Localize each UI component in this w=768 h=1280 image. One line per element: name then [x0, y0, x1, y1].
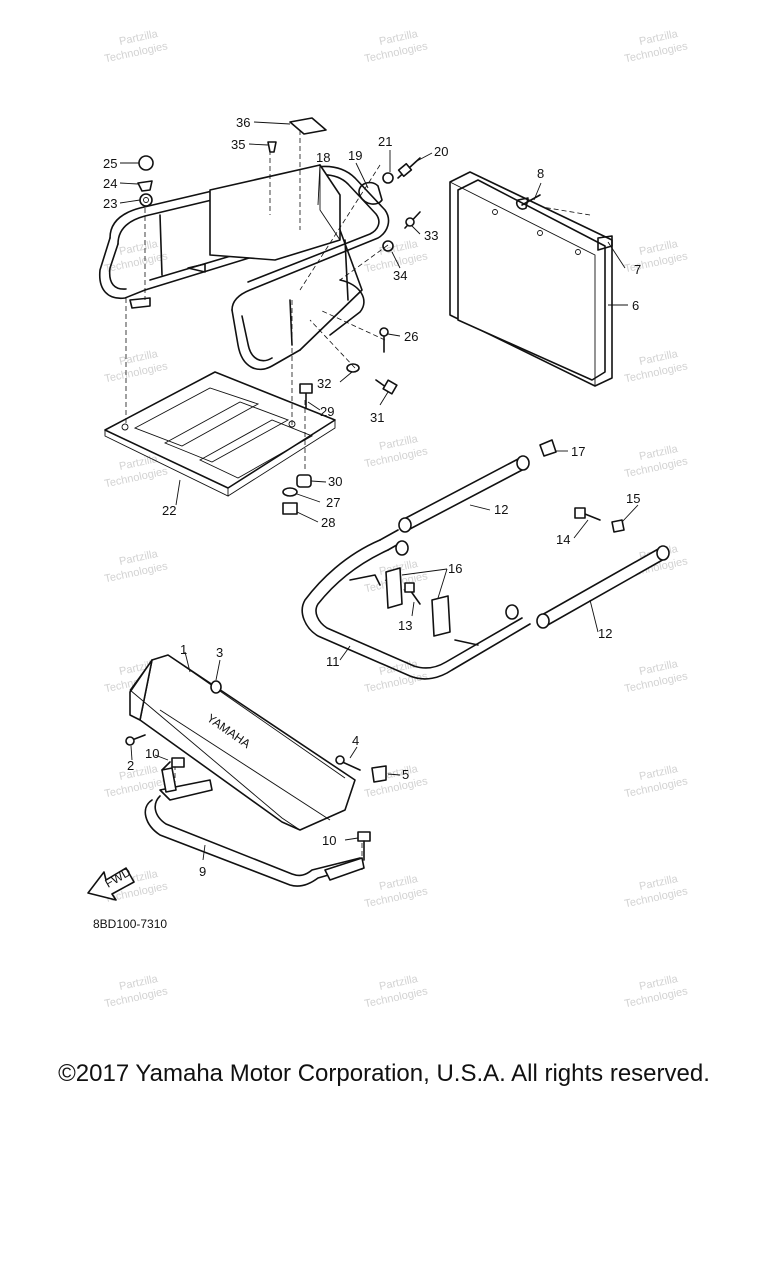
callout-8: 8	[537, 166, 544, 181]
callout-23: 23	[103, 196, 117, 211]
callout-31: 31	[370, 410, 384, 425]
callout-33: 33	[424, 228, 438, 243]
callout-13: 13	[398, 618, 412, 633]
callout-15: 15	[626, 491, 640, 506]
rear-carrier-rack	[99, 164, 390, 371]
callout-32: 32	[317, 376, 331, 391]
callout-4: 4	[352, 733, 359, 748]
leader-lines	[119, 121, 639, 861]
callout-27: 27	[326, 495, 340, 510]
copyright-notice: ©2017 Yamaha Motor Corporation, U.S.A. A…	[58, 1060, 710, 1087]
callout-10a: 10	[145, 746, 159, 761]
callout-28: 28	[321, 515, 335, 530]
callout-7: 7	[634, 262, 641, 277]
callout-18: 18	[316, 150, 330, 165]
callout-16: 16	[448, 561, 462, 576]
callout-26: 26	[404, 329, 418, 344]
callout-14: 14	[556, 532, 570, 547]
callout-11: 11	[326, 654, 340, 669]
callout-12b: 12	[598, 626, 612, 641]
callout-35: 35	[231, 137, 245, 152]
callout-5: 5	[402, 767, 409, 782]
callout-30: 30	[328, 474, 342, 489]
rear-bar-assembly	[301, 439, 670, 680]
callout-10b: 10	[322, 833, 336, 848]
callout-25: 25	[103, 156, 117, 171]
callout-17: 17	[571, 444, 585, 459]
callout-29: 29	[320, 404, 334, 419]
upper-fasteners	[137, 117, 541, 515]
callout-3: 3	[216, 645, 223, 660]
callout-20: 20	[434, 144, 448, 159]
front-bumper: YAMAHA	[125, 654, 387, 861]
callout-21: 21	[378, 134, 392, 149]
bumper-brace	[144, 767, 365, 887]
callout-36: 36	[236, 115, 250, 130]
callout-22: 22	[162, 503, 176, 518]
callout-24: 24	[103, 176, 117, 191]
callout-12a: 12	[494, 502, 508, 517]
license-plate	[449, 171, 613, 387]
callout-2: 2	[127, 758, 134, 773]
floor-plate	[104, 371, 336, 497]
callout-6: 6	[632, 298, 639, 313]
callout-34: 34	[393, 268, 407, 283]
callout-numbers: 36 35 25 24 23 18 19 21 20 8 33 34 7 6 2…	[103, 115, 641, 879]
callout-1: 1	[180, 642, 187, 657]
callout-9: 9	[199, 864, 206, 879]
drawing-code: 8BD100-7310	[93, 917, 167, 931]
callout-19: 19	[348, 148, 362, 163]
